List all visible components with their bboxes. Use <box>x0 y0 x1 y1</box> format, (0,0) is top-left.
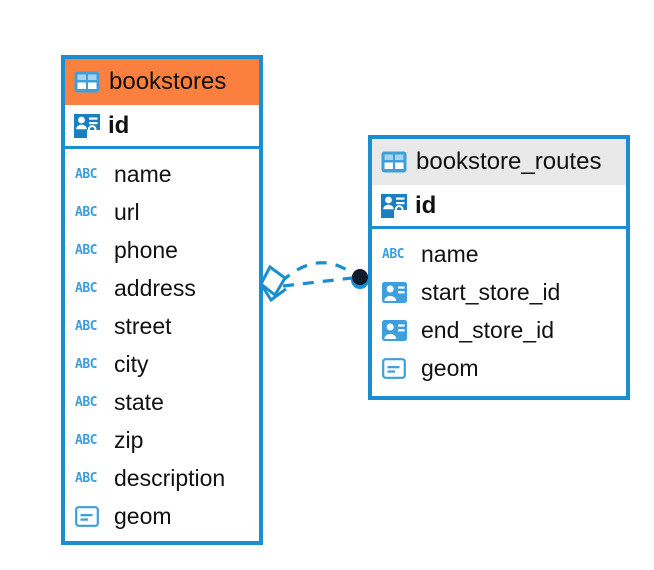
field-row-description[interactable]: ABC description <box>65 459 259 497</box>
abc-text-icon: ABC <box>75 470 97 486</box>
entity-title-bookstore-routes: bookstore_routes <box>416 148 602 175</box>
field-label-end-store-id: end_store_id <box>421 316 554 343</box>
primary-key-label-bookstores: id <box>108 111 130 139</box>
primary-key-icon <box>74 113 100 138</box>
field-row-phone[interactable]: ABC phone <box>65 231 259 269</box>
filled-circle-marker[interactable] <box>351 269 369 289</box>
field-list-bookstore-routes: ABC name start_store_id <box>372 229 626 393</box>
field-label-name: name <box>114 160 172 187</box>
primary-key-row-bookstores[interactable]: id <box>65 105 259 149</box>
primary-key-row-bookstore-routes[interactable]: id <box>372 185 626 229</box>
abc-text-icon: ABC <box>75 166 97 182</box>
field-row-geom[interactable]: geom <box>372 349 626 387</box>
geometry-icon <box>382 357 412 379</box>
abc-text-icon: ABC <box>382 246 404 262</box>
field-row-url[interactable]: ABC url <box>65 193 259 231</box>
field-label-zip: zip <box>114 426 144 453</box>
field-row-name[interactable]: ABC name <box>65 155 259 193</box>
field-label-street: street <box>114 312 172 339</box>
abc-text-icon: ABC <box>75 356 97 372</box>
field-label-address: address <box>114 274 196 301</box>
field-label-name: name <box>421 240 479 267</box>
field-row-street[interactable]: ABC street <box>65 307 259 345</box>
field-row-state[interactable]: ABC state <box>65 383 259 421</box>
entity-title-bookstores: bookstores <box>109 68 227 95</box>
field-label-geom: geom <box>114 502 172 529</box>
field-label-url: url <box>114 198 140 225</box>
abc-text-icon: ABC <box>75 280 97 296</box>
foreign-key-icon <box>382 281 412 303</box>
field-label-city: city <box>114 350 149 377</box>
field-row-geom[interactable]: geom <box>65 497 259 535</box>
field-row-end-store-id[interactable]: end_store_id <box>372 311 626 349</box>
abc-text-icon: ABC <box>75 432 97 448</box>
abc-text-icon: ABC <box>75 242 97 258</box>
field-label-state: state <box>114 388 164 415</box>
field-row-address[interactable]: ABC address <box>65 269 259 307</box>
diamond-marker[interactable] <box>259 264 287 303</box>
field-label-description: description <box>114 464 226 491</box>
abc-text-icon: ABC <box>75 394 97 410</box>
abc-text-icon: ABC <box>75 318 97 334</box>
table-icon <box>74 71 100 93</box>
field-row-city[interactable]: ABC city <box>65 345 259 383</box>
table-icon <box>381 151 407 173</box>
field-row-name[interactable]: ABC name <box>372 235 626 273</box>
entity-table-bookstores[interactable]: bookstores id ABC name <box>61 55 263 545</box>
field-label-start-store-id: start_store_id <box>421 278 561 305</box>
primary-key-icon <box>381 193 407 218</box>
field-list-bookstores: ABC name ABC url ABC phone ABC address A… <box>65 149 259 541</box>
relationship-line-straight[interactable] <box>282 276 353 288</box>
entity-table-bookstore-routes[interactable]: bookstore_routes id ABC name <box>368 135 630 400</box>
geometry-icon <box>75 505 105 527</box>
field-label-phone: phone <box>114 236 178 263</box>
field-row-start-store-id[interactable]: start_store_id <box>372 273 626 311</box>
primary-key-label-bookstore-routes: id <box>415 191 437 219</box>
field-row-zip[interactable]: ABC zip <box>65 421 259 459</box>
entity-header-bookstores[interactable]: bookstores <box>65 59 259 105</box>
field-label-geom: geom <box>421 354 479 381</box>
relationship-line-curved[interactable] <box>279 261 354 284</box>
entity-header-bookstore-routes[interactable]: bookstore_routes <box>372 139 626 185</box>
foreign-key-icon <box>382 319 412 341</box>
abc-text-icon: ABC <box>75 204 97 220</box>
